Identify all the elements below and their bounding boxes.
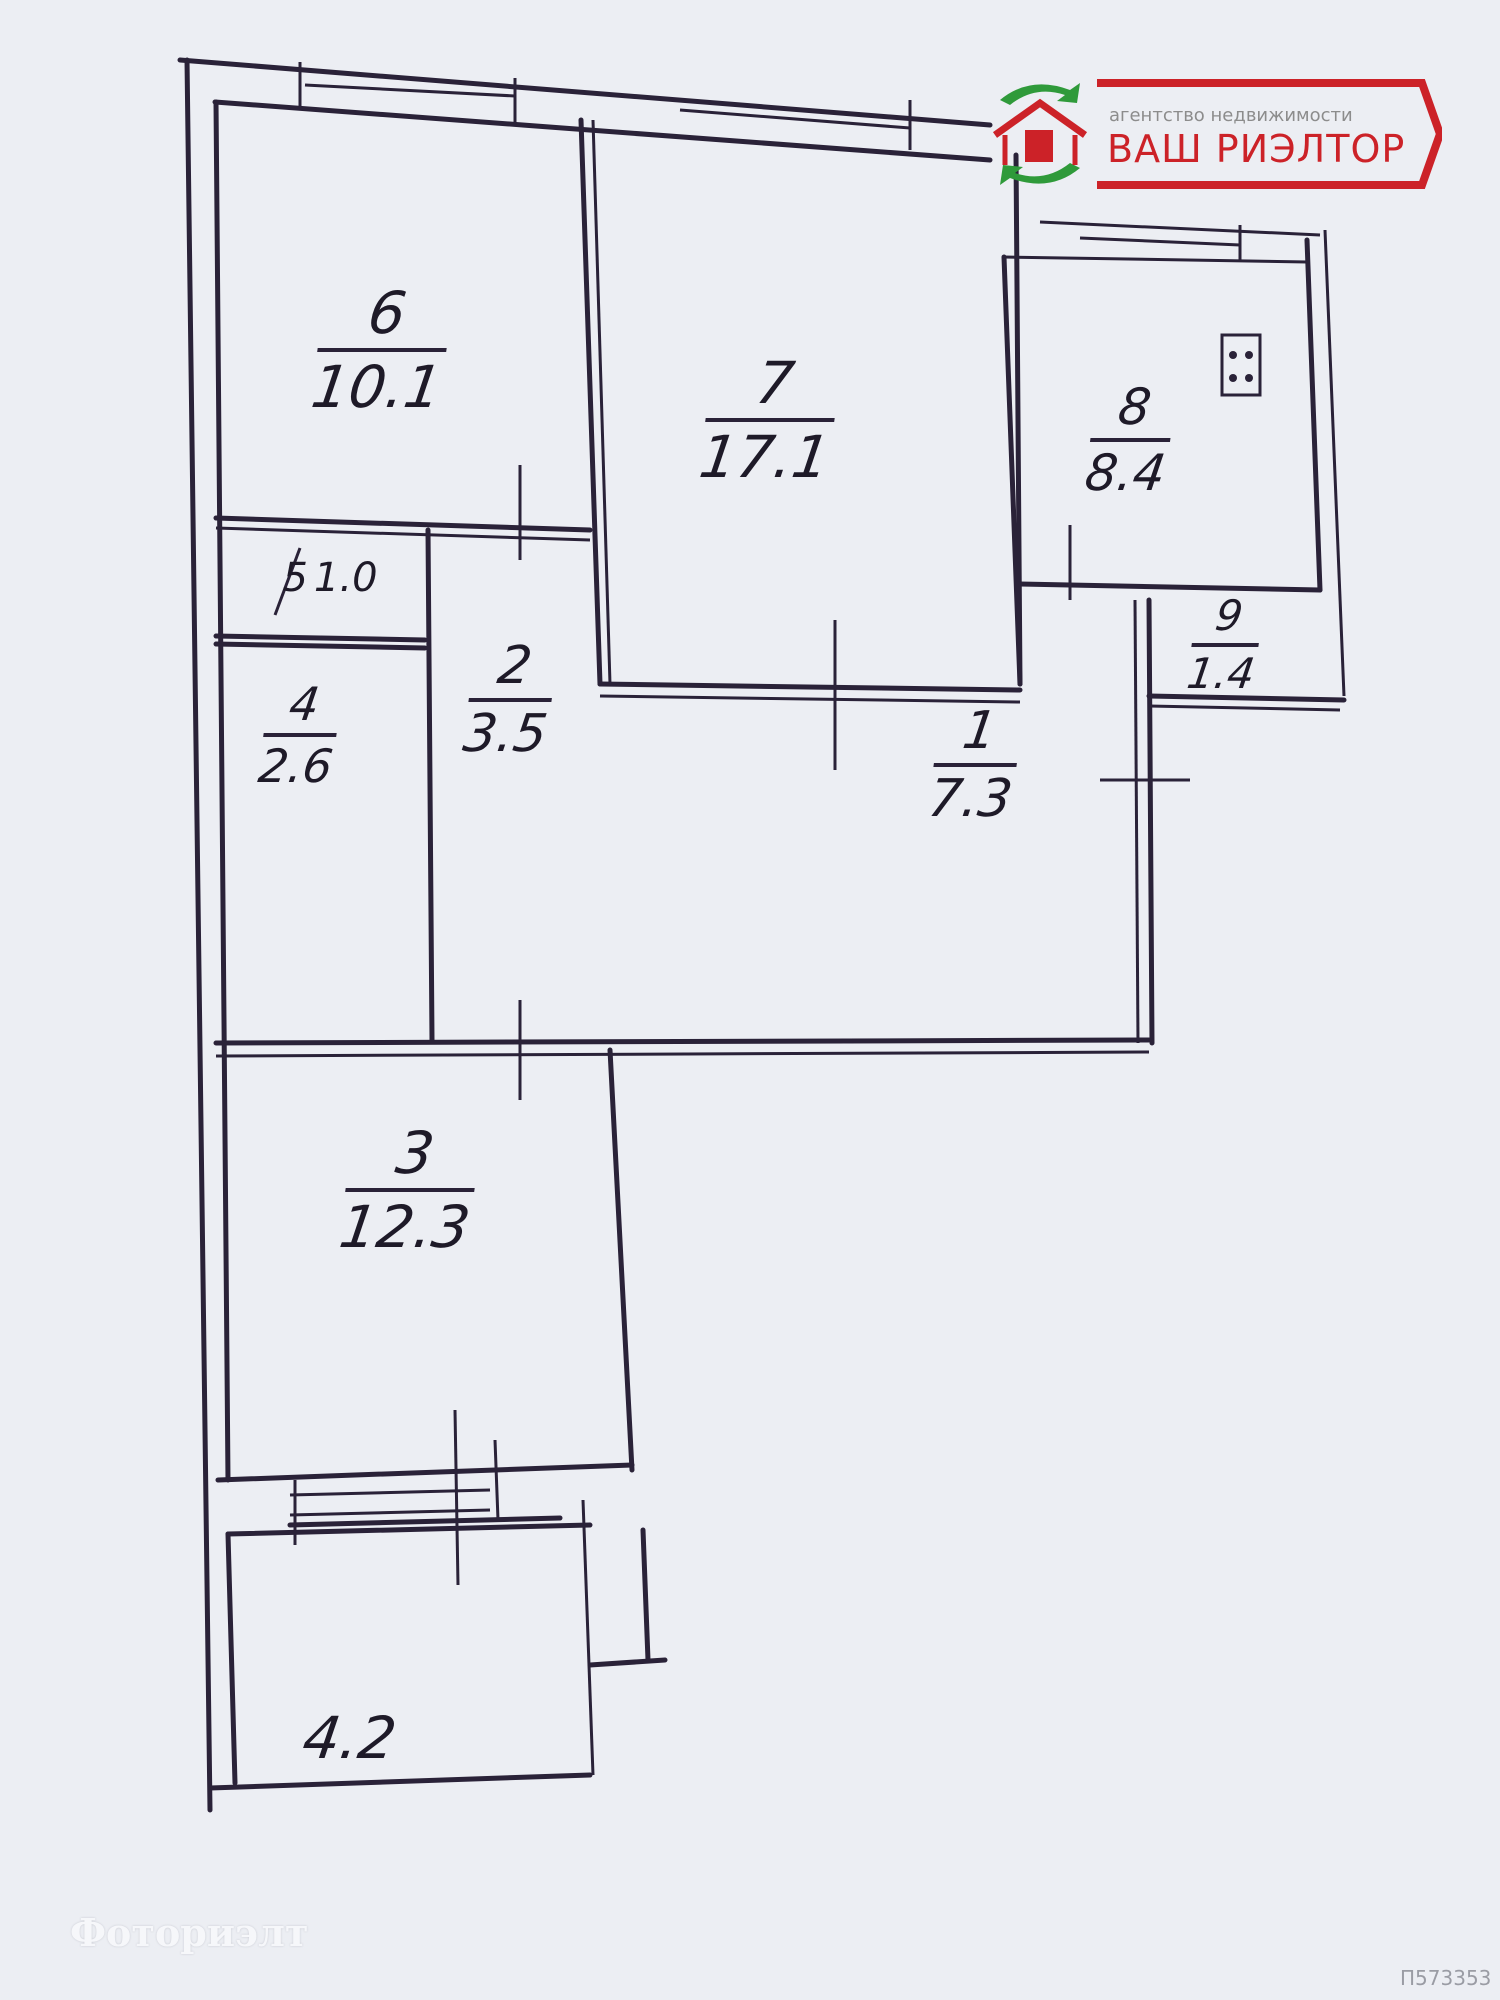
room-area: 3.5 (459, 704, 551, 764)
room-area: 7.3 (924, 769, 1016, 829)
balcony-area: 4.2 (298, 1704, 401, 1772)
balcony-label: 4.2 (298, 1703, 401, 1772)
room-area: 1.4 (1184, 649, 1258, 698)
logo-frame (1097, 79, 1442, 189)
room-area: 2.6 (255, 739, 337, 793)
watermark: Фоториэлт (70, 1910, 309, 1955)
room-number: 4 (263, 677, 345, 737)
room-area: 10.1 (307, 353, 447, 421)
room-area: 12.3 (335, 1193, 475, 1261)
logo-subtitle: агентство недвижимости (1109, 105, 1353, 126)
room-area: 1.0 (313, 555, 378, 601)
room-number: 6 (317, 279, 456, 352)
room-number: 5 (282, 555, 308, 601)
house-hands-icon (992, 83, 1088, 185)
walls (177, 57, 1347, 1813)
logo-title: ВАШ РИЭЛТОР (1107, 127, 1406, 171)
room-area: 17.1 (695, 423, 835, 491)
listing-code: П573353 (1400, 1966, 1492, 1990)
room-number: 7 (705, 349, 844, 422)
room-number: 9 (1191, 591, 1266, 647)
room-number: 3 (345, 1119, 484, 1192)
room-number: 2 (468, 636, 560, 702)
room-number: 8 (1089, 378, 1178, 442)
room-number: 1 (933, 701, 1025, 767)
agency-logo: агентство недвижимости ВАШ РИЭЛТОР (985, 75, 1450, 193)
room-area: 8.4 (1081, 444, 1170, 502)
